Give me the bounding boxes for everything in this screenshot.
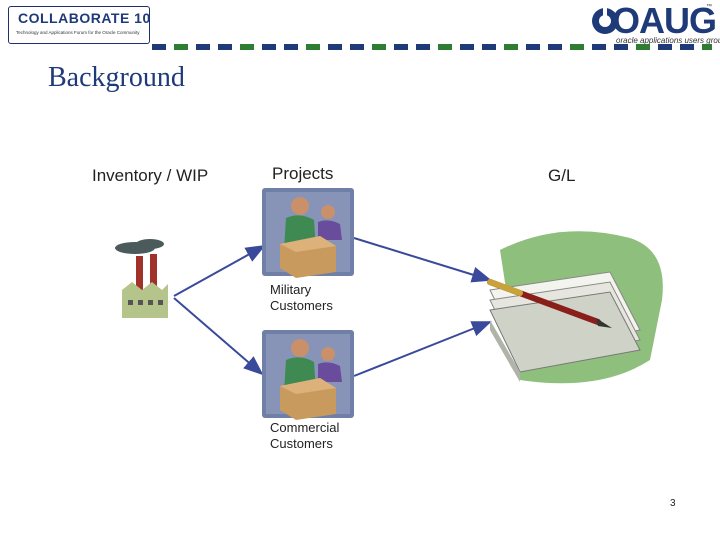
divider-dash [262,44,276,50]
divider-dash [416,44,430,50]
divider-dash [658,44,672,50]
military-caption-line1: Military [270,282,312,297]
oaug-logo-emblem [590,6,620,36]
divider-dash [460,44,474,50]
divider-dash [218,44,232,50]
commercial-customers-caption: Commercial Customers [270,420,339,452]
slide-title: Background [48,62,185,93]
customer-worker-icon-commercial [262,330,354,420]
divider-dash [372,44,386,50]
oaug-trademark: ™ [706,4,712,10]
divider-dash [636,44,650,50]
ledger-book-icon [487,231,663,384]
oaug-tagline: oracle applications users group [616,36,720,45]
collaborate-tagline: Technology and Applications Forum for th… [16,30,140,35]
divider-dash [350,44,364,50]
gl-label: G/L [548,166,576,185]
divider-dash [570,44,584,50]
collaborate-logo [8,6,150,44]
divider-dash [394,44,408,50]
divider-dash [306,44,320,50]
arrow-military-to-gl [353,237,492,283]
divider-dash [196,44,210,50]
projects-label: Projects [272,164,334,183]
divider-dash [328,44,342,50]
page-number: 3 [670,498,676,509]
divider-dash [284,44,298,50]
divider-dash [526,44,540,50]
collaborate-logo-word: COLLABORATE 10 [18,10,151,26]
arrow-commercial-to-gl [353,321,492,377]
divider-dash [174,44,188,50]
divider-dash [614,44,628,50]
divider-dash [438,44,452,50]
commercial-caption-line1: Commercial [270,420,340,435]
divider-dash [592,44,606,50]
military-caption-line2: Customers [270,298,333,313]
commercial-caption-line2: Customers [270,436,333,451]
arrow-factory-to-commercial [173,297,264,376]
oaug-logo: OAUG [612,0,717,41]
header-dashed-divider [152,44,712,50]
factory-icon [115,239,168,318]
divider-dash [482,44,496,50]
flow-arrows [173,237,492,377]
divider-dash [680,44,694,50]
divider-dash [548,44,562,50]
arrow-factory-to-military [173,245,266,297]
customer-worker-icon-military [262,188,354,278]
divider-dash [240,44,254,50]
divider-dash [152,44,166,50]
divider-dash [702,44,712,50]
military-customers-caption: Military Customers [270,282,333,314]
inventory-wip-label: Inventory / WIP [92,166,209,185]
divider-dash [504,44,518,50]
